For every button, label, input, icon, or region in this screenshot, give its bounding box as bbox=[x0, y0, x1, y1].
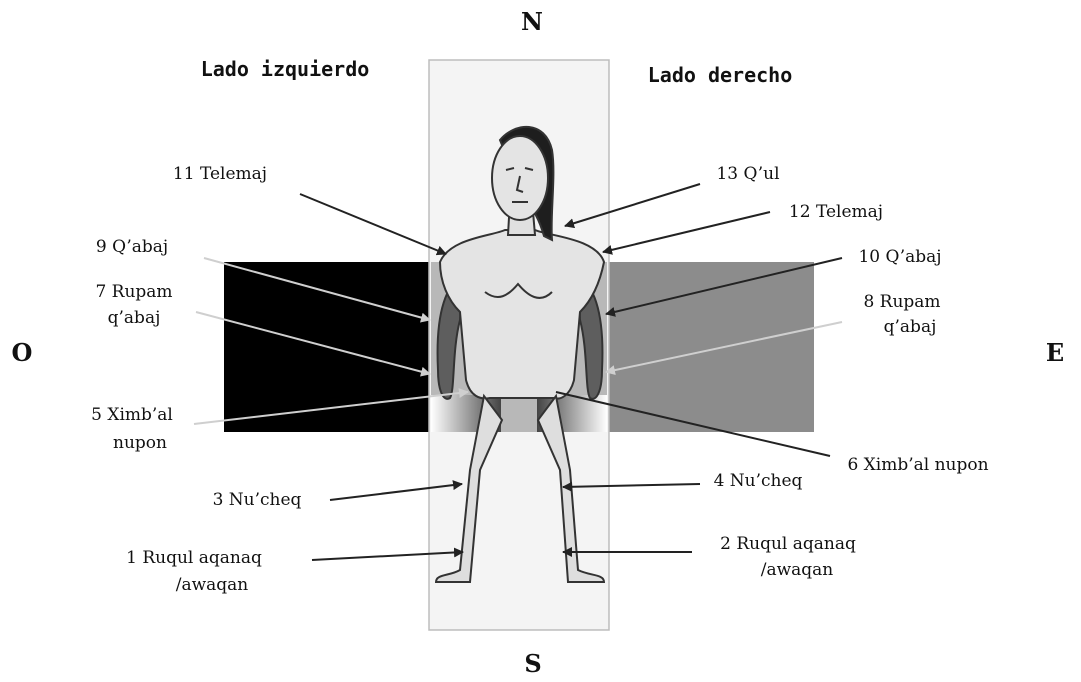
arrow-1 bbox=[311, 547, 464, 561]
label-4: 4 Nu’cheq bbox=[714, 471, 803, 491]
label-5-line1: 5 Ximb’al bbox=[91, 405, 173, 425]
arrow-8 bbox=[605, 321, 843, 376]
left-side-heading: Lado izquierdo bbox=[201, 57, 370, 81]
arrow-4 bbox=[562, 481, 701, 492]
pointer-arrows bbox=[193, 183, 843, 561]
arrow-11 bbox=[299, 193, 447, 256]
north-label: N bbox=[521, 7, 543, 36]
arrow-6 bbox=[555, 391, 831, 457]
west-label: O bbox=[12, 338, 33, 367]
arrow-7 bbox=[195, 311, 431, 377]
label-8-line1: 8 Rupam bbox=[863, 292, 940, 312]
label-9: 9 Q’abaj bbox=[96, 237, 168, 257]
label-11: 11 Telemaj bbox=[173, 164, 267, 184]
right-side-heading: Lado derecho bbox=[648, 63, 793, 87]
label-2-line2: /awaqan bbox=[761, 560, 834, 580]
arrow-10 bbox=[605, 257, 843, 317]
label-6: 6 Ximb’al nupon bbox=[847, 455, 988, 475]
human-figure bbox=[434, 126, 606, 583]
label-2-line1: 2 Ruqul aqanaq bbox=[720, 534, 856, 554]
arrow-12 bbox=[602, 211, 771, 255]
arrow-9 bbox=[203, 257, 431, 323]
label-1-line1: 1 Ruqul aqanaq bbox=[126, 548, 262, 568]
arrow-5 bbox=[193, 388, 469, 425]
label-3: 3 Nu’cheq bbox=[213, 490, 302, 510]
arrow-3 bbox=[329, 480, 463, 501]
east-color-block bbox=[609, 262, 814, 432]
arrow-13 bbox=[564, 183, 701, 229]
label-7-line2: q’abaj bbox=[108, 308, 161, 328]
label-1-line2: /awaqan bbox=[176, 575, 249, 595]
label-8-line2: q’abaj bbox=[884, 317, 937, 337]
label-5-line2: nupon bbox=[113, 433, 167, 453]
label-12: 12 Telemaj bbox=[789, 202, 883, 222]
label-7-line1: 7 Rupam bbox=[95, 282, 172, 302]
label-13: 13 Q’ul bbox=[716, 164, 779, 184]
south-label: S bbox=[524, 649, 541, 677]
east-label: E bbox=[1046, 338, 1064, 367]
label-10: 10 Q’abaj bbox=[858, 247, 941, 267]
